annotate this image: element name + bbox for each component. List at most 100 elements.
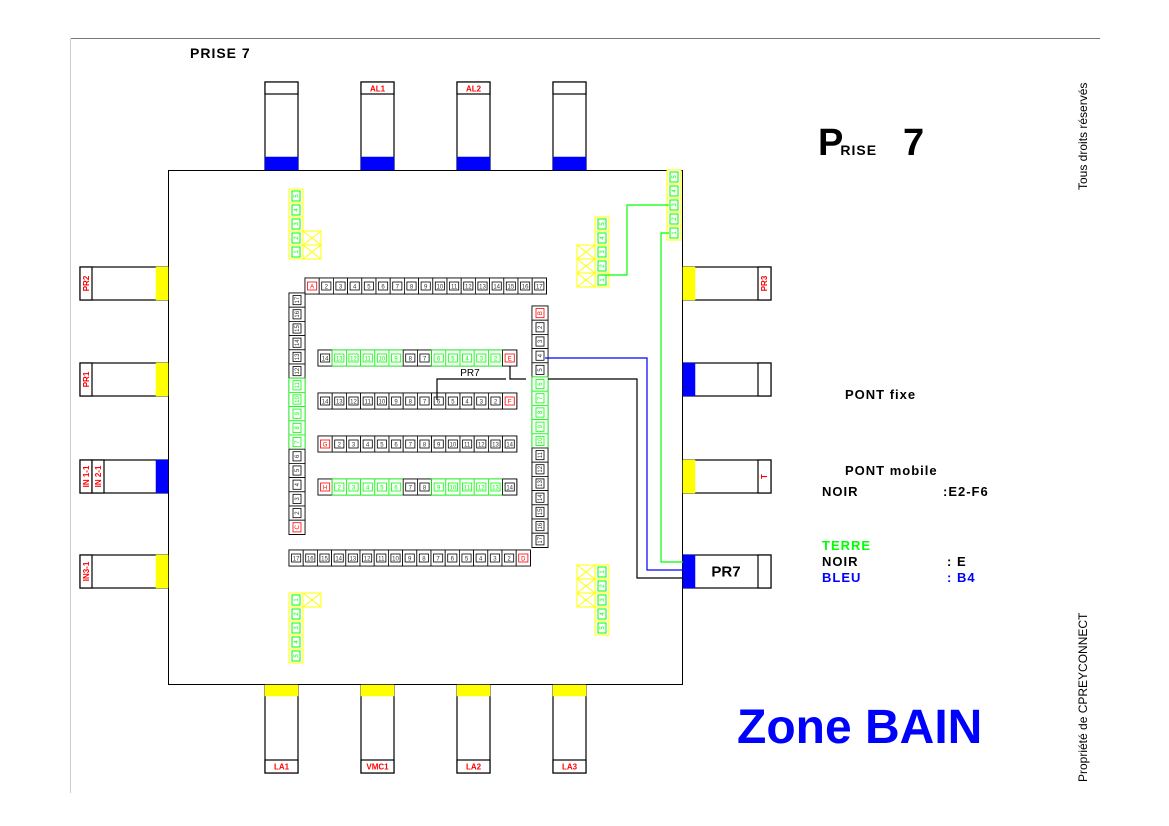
left-border-line <box>70 38 71 793</box>
right-connector-color-band <box>682 554 696 589</box>
top-connector-label-box <box>264 81 299 95</box>
wago-top-left-slot-label: 4 <box>294 208 300 212</box>
terminal-strip-left-cell-inner <box>292 394 302 405</box>
terminal-strip-right-cell-label: 9 <box>538 424 544 428</box>
terminal-row-e-cell-inner <box>391 353 402 363</box>
terminal-row-h-cell-inner <box>462 482 473 492</box>
wago-bottom-right-slot-inner <box>597 622 607 634</box>
bottom-connector-label: LA3 <box>562 763 578 772</box>
top-connector-label: AL1 <box>370 85 386 94</box>
right-connector-1 <box>682 266 772 301</box>
terminal-row-f-cell-label: 5 <box>451 400 455 406</box>
terminal-strip-left-cell-inner <box>292 508 302 519</box>
top-connector-4 <box>552 81 587 171</box>
terminal-row-h-cell-inner <box>433 482 444 492</box>
terminal-strip-bottom-cell-label: 8 <box>422 557 426 563</box>
terminal-strip-bottom-cell-label: 10 <box>392 557 399 563</box>
left-connector-label-box <box>91 459 105 494</box>
terminal-strip-top-cell-inner <box>449 281 460 291</box>
terminal-row-f-cell-label: 8 <box>409 400 413 406</box>
bottom-connector-label-box <box>264 759 299 774</box>
wago-top-right-corner-slot-inner <box>669 213 679 225</box>
terminal-row-h-cell-inner <box>447 482 458 492</box>
terminal-strip-right-cell-inner <box>535 336 545 347</box>
terminal-row-e-cell-inner <box>348 353 359 363</box>
legend-pont-mobile: PONT mobile <box>845 463 938 478</box>
zone-title: Zone BAIN <box>737 701 983 754</box>
wago-bottom-left-cross-x <box>302 592 322 608</box>
terminal-strip-top-cell-label: 8 <box>410 285 414 291</box>
right-connector-big-label: PR7 <box>711 564 740 581</box>
wago-top-right-slot-label: 1 <box>600 278 606 282</box>
terminal-strip-top-cell-label: 5 <box>367 285 371 291</box>
terminal-row-h-cell-inner <box>490 482 501 492</box>
terminal-row-e-cell-label: 9 <box>394 357 398 363</box>
terminal-row-g-cell-label: G <box>323 443 328 449</box>
terminal-row-f-cell-inner <box>405 396 416 406</box>
terminal-strip-top-cell-label: A <box>310 285 314 291</box>
legend-bleu-value: : B4 <box>947 570 976 585</box>
terminal-strip-left-cell-label: C <box>295 524 301 529</box>
terminal-strip-left-cell-label: 8 <box>295 426 301 430</box>
black-wire-e <box>548 378 683 579</box>
terminal-row-h-cell-label: 12 <box>478 486 485 492</box>
terminal-strip-left-cell-label: 5 <box>295 468 301 472</box>
top-connector-label-box <box>360 81 395 95</box>
terminal-strip-right-cell-label: 15 <box>538 508 544 515</box>
terminal-row-e-cell-label: 5 <box>451 357 455 363</box>
blue-wire-b4 <box>545 357 683 571</box>
top-connector-label: AL2 <box>466 85 482 94</box>
terminal-strip-right-cell-label: B <box>538 311 544 315</box>
left-connector-label-box <box>79 266 93 301</box>
terminal-row-f-cell-inner <box>376 396 387 406</box>
terminal-row-g-cell-inner <box>504 439 515 449</box>
terminal-strip-top-cell-label: 12 <box>465 285 472 291</box>
terminal-row-g-cell-inner <box>462 439 473 449</box>
terminal-row-h-cell-inner <box>320 482 331 492</box>
wago-bottom-left-slot-label: 2 <box>294 612 300 616</box>
terminal-row-h-cell-label: H <box>323 486 327 492</box>
wago-top-right-slot-inner <box>597 246 607 258</box>
wago-top-left-slot-inner <box>291 204 301 216</box>
terminal-row-g-cell-inner <box>447 439 458 449</box>
terminal-strip-bottom-cell-inner <box>461 553 472 563</box>
legend-terre-label: TERRE <box>822 538 872 553</box>
terminal-strip-top-cell-label: 13 <box>479 285 486 291</box>
terminal-strip-left-cell-label: 17 <box>295 296 301 303</box>
wago-top-right-corner-slot-label: 4 <box>672 189 678 193</box>
left-connector-color-band <box>155 459 169 494</box>
terminal-row-h-cell-label: 8 <box>423 486 427 492</box>
left-connector-2 <box>79 362 169 397</box>
left-connector-label: PR2 <box>82 275 91 291</box>
left-connector-color-band <box>155 554 169 589</box>
terminal-strip-right-cell-label: 13 <box>538 480 544 487</box>
top-connector-label-box <box>456 81 491 95</box>
terminal-row-e-cell-inner <box>447 353 458 363</box>
terminal-strip-top-cell-label: 15 <box>508 285 515 291</box>
terminal-row-g-cell-label: 10 <box>450 443 457 449</box>
wago-bottom-left-slot-inner <box>291 594 301 606</box>
terminal-strip-right-cell-inner <box>535 521 545 532</box>
terminal-strip-bottom-cell-label: 7 <box>436 557 440 563</box>
terminal-row-h-cell-label: 7 <box>409 486 413 492</box>
terminal-row-e-cell-label: 3 <box>480 357 484 363</box>
terminal-strip-bottom-cell-label: 13 <box>350 557 357 563</box>
terminal-strip-top-cell-label: 17 <box>536 285 543 291</box>
terminal-strip-right-cell-label: 12 <box>538 465 544 472</box>
wago-bottom-right-slot-inner <box>597 580 607 592</box>
wago-top-right-cross-x <box>576 258 596 274</box>
bottom-connector-label-box <box>456 759 491 774</box>
terminal-row-f-cell-label: 13 <box>336 400 343 406</box>
wago-top-left-slot-inner <box>291 190 301 202</box>
terminal-strip-left-cell-inner <box>292 337 302 348</box>
wago-top-right-corner-slot-label: 2 <box>672 217 678 221</box>
bottom-connector-color-band <box>552 684 587 697</box>
terminal-strip-bottom-cell-inner <box>404 553 415 563</box>
terminal-strip-left-cell-inner <box>292 295 302 306</box>
prise-heading-number: 7 <box>903 122 925 164</box>
terminal-strip-right-cell-inner <box>535 464 545 475</box>
left-connector-label-box <box>79 362 93 397</box>
terminal-strip-bottom-cell-label: D <box>521 557 526 563</box>
terminal-strip-bottom-cell-label: 4 <box>479 557 483 563</box>
terminal-row-e-cell-inner <box>462 353 473 363</box>
